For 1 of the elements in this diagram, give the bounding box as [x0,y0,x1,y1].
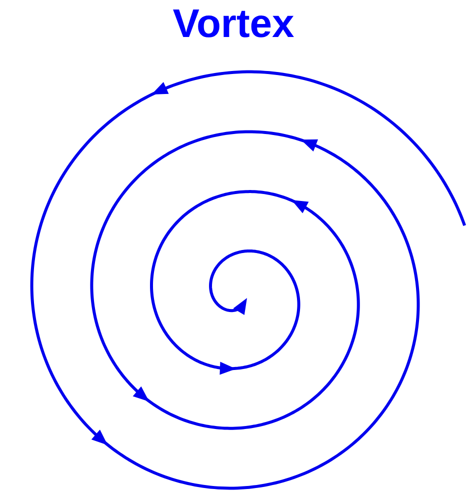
title: Vortex [172,2,294,46]
